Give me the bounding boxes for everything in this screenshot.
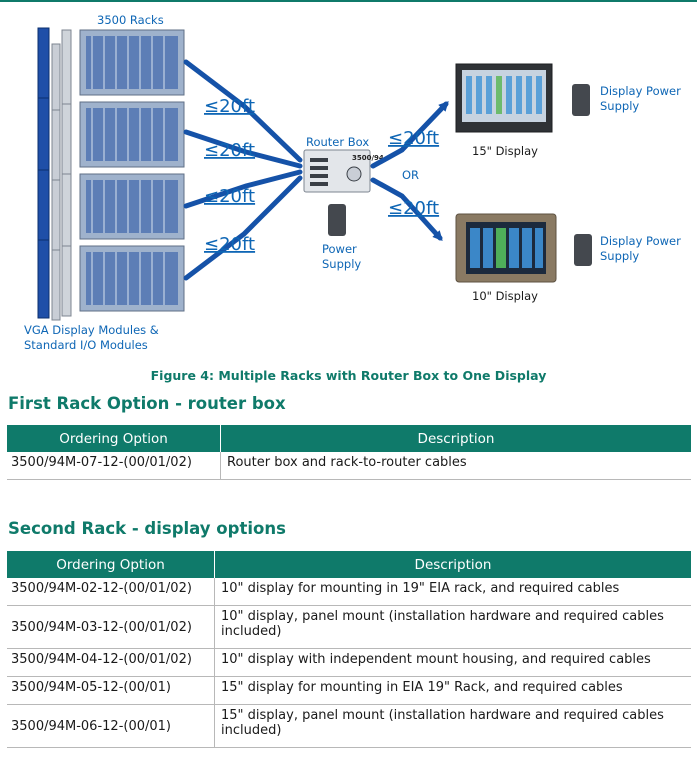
- router-box-label: Router Box: [306, 135, 369, 149]
- table-row: 3500/94M-02-12-(00/01/02) 10" display fo…: [7, 578, 691, 606]
- display-10-power-label-line1: Display Power: [600, 234, 681, 248]
- header-description: Description: [220, 425, 691, 452]
- system-diagram: 3500/94 3500 Racks VGA Display Modules &…: [24, 13, 681, 352]
- description-cell: 10" display for mounting in 19" EIA rack…: [214, 578, 691, 606]
- description-cell: 10" display with independent mount housi…: [214, 648, 691, 677]
- distance-label-rack-1: ≤20ft: [204, 96, 255, 117]
- distance-label-to-10in: ≤20ft: [388, 198, 439, 219]
- table-header-row: Ordering Option Description: [7, 551, 691, 578]
- header-description: Description: [214, 551, 691, 578]
- or-label: OR: [402, 168, 419, 182]
- rack-1: [79, 29, 185, 96]
- description-cell: Router box and rack-to-router cables: [220, 452, 691, 480]
- ordering-option-cell: 3500/94M-04-12-(00/01/02): [7, 648, 215, 677]
- table-row: 3500/94M-05-12-(00/01) 15" display for m…: [7, 676, 691, 705]
- modules-label-line2: Standard I/O Modules: [24, 338, 148, 352]
- description-cell: 15" display, panel mount (installation h…: [214, 704, 691, 748]
- figure-caption: Figure 4: Multiple Racks with Router Box…: [150, 368, 547, 383]
- header-ordering-option: Ordering Option: [7, 551, 215, 578]
- rack-3: [79, 173, 185, 240]
- modules-label-line1: VGA Display Modules &: [24, 323, 159, 337]
- racks-label: 3500 Racks: [97, 13, 164, 27]
- display-10-label: 10" Display: [472, 289, 538, 303]
- display-10-power-label-line2: Supply: [600, 249, 639, 263]
- display-options-table: Ordering Option Description 3500/94M-02-…: [7, 551, 691, 748]
- ordering-option-cell: 3500/94M-05-12-(00/01): [7, 676, 215, 705]
- header-ordering-option: Ordering Option: [7, 425, 221, 452]
- description-cell: 15" display for mounting in EIA 19" Rack…: [214, 676, 691, 705]
- top-rule: [0, 0, 697, 2]
- display-15-power-label-line2: Supply: [600, 99, 639, 113]
- distance-label-rack-3: ≤20ft: [204, 186, 255, 207]
- rack-2: [79, 101, 185, 168]
- ordering-option-cell: 3500/94M-02-12-(00/01/02): [7, 578, 215, 606]
- table-row: 3500/94M-07-12-(00/01/02) Router box and…: [7, 452, 691, 480]
- power-supply-device: [328, 204, 346, 236]
- display-15-label: 15" Display: [472, 144, 538, 158]
- display-15-power-label-line1: Display Power: [600, 84, 681, 98]
- display-15-power-supply-device: [572, 84, 590, 116]
- distance-label-rack-2: ≤20ft: [204, 140, 255, 161]
- display-10in-device: [455, 213, 557, 283]
- ordering-option-cell: 3500/94M-07-12-(00/01/02): [7, 452, 221, 480]
- description-cell: 10" display, panel mount (installation h…: [214, 605, 691, 649]
- distance-label-to-15in: ≤20ft: [388, 128, 439, 149]
- rack-4: [79, 245, 185, 312]
- rack-connectors: [183, 59, 303, 281]
- first-section-title: First Rack Option - router box: [8, 394, 286, 413]
- arrow-to-10in-display: [370, 177, 443, 241]
- display-15in-device: [455, 63, 553, 133]
- arrow-to-15in-display: [370, 101, 449, 169]
- display-10-power-supply-device: [574, 234, 592, 266]
- distance-label-rack-4: ≤20ft: [204, 234, 255, 255]
- table-row: 3500/94M-04-12-(00/01/02) 10" display wi…: [7, 648, 691, 677]
- power-supply-label-line2: Supply: [322, 257, 361, 271]
- table-row: 3500/94M-06-12-(00/01) 15" display, pane…: [7, 704, 691, 748]
- vga-module-cards: [37, 27, 72, 321]
- second-section-title: Second Rack - display options: [8, 519, 286, 538]
- router-box-table: Ordering Option Description 3500/94M-07-…: [7, 425, 691, 480]
- power-supply-label-line1: Power: [322, 242, 357, 256]
- router-device-text: 3500/94: [352, 154, 384, 162]
- router-box-device: [303, 149, 371, 193]
- ordering-option-cell: 3500/94M-06-12-(00/01): [7, 704, 215, 748]
- ordering-option-cell: 3500/94M-03-12-(00/01/02): [7, 605, 215, 649]
- table-row: 3500/94M-03-12-(00/01/02) 10" display, p…: [7, 605, 691, 649]
- table-header-row: Ordering Option Description: [7, 425, 691, 452]
